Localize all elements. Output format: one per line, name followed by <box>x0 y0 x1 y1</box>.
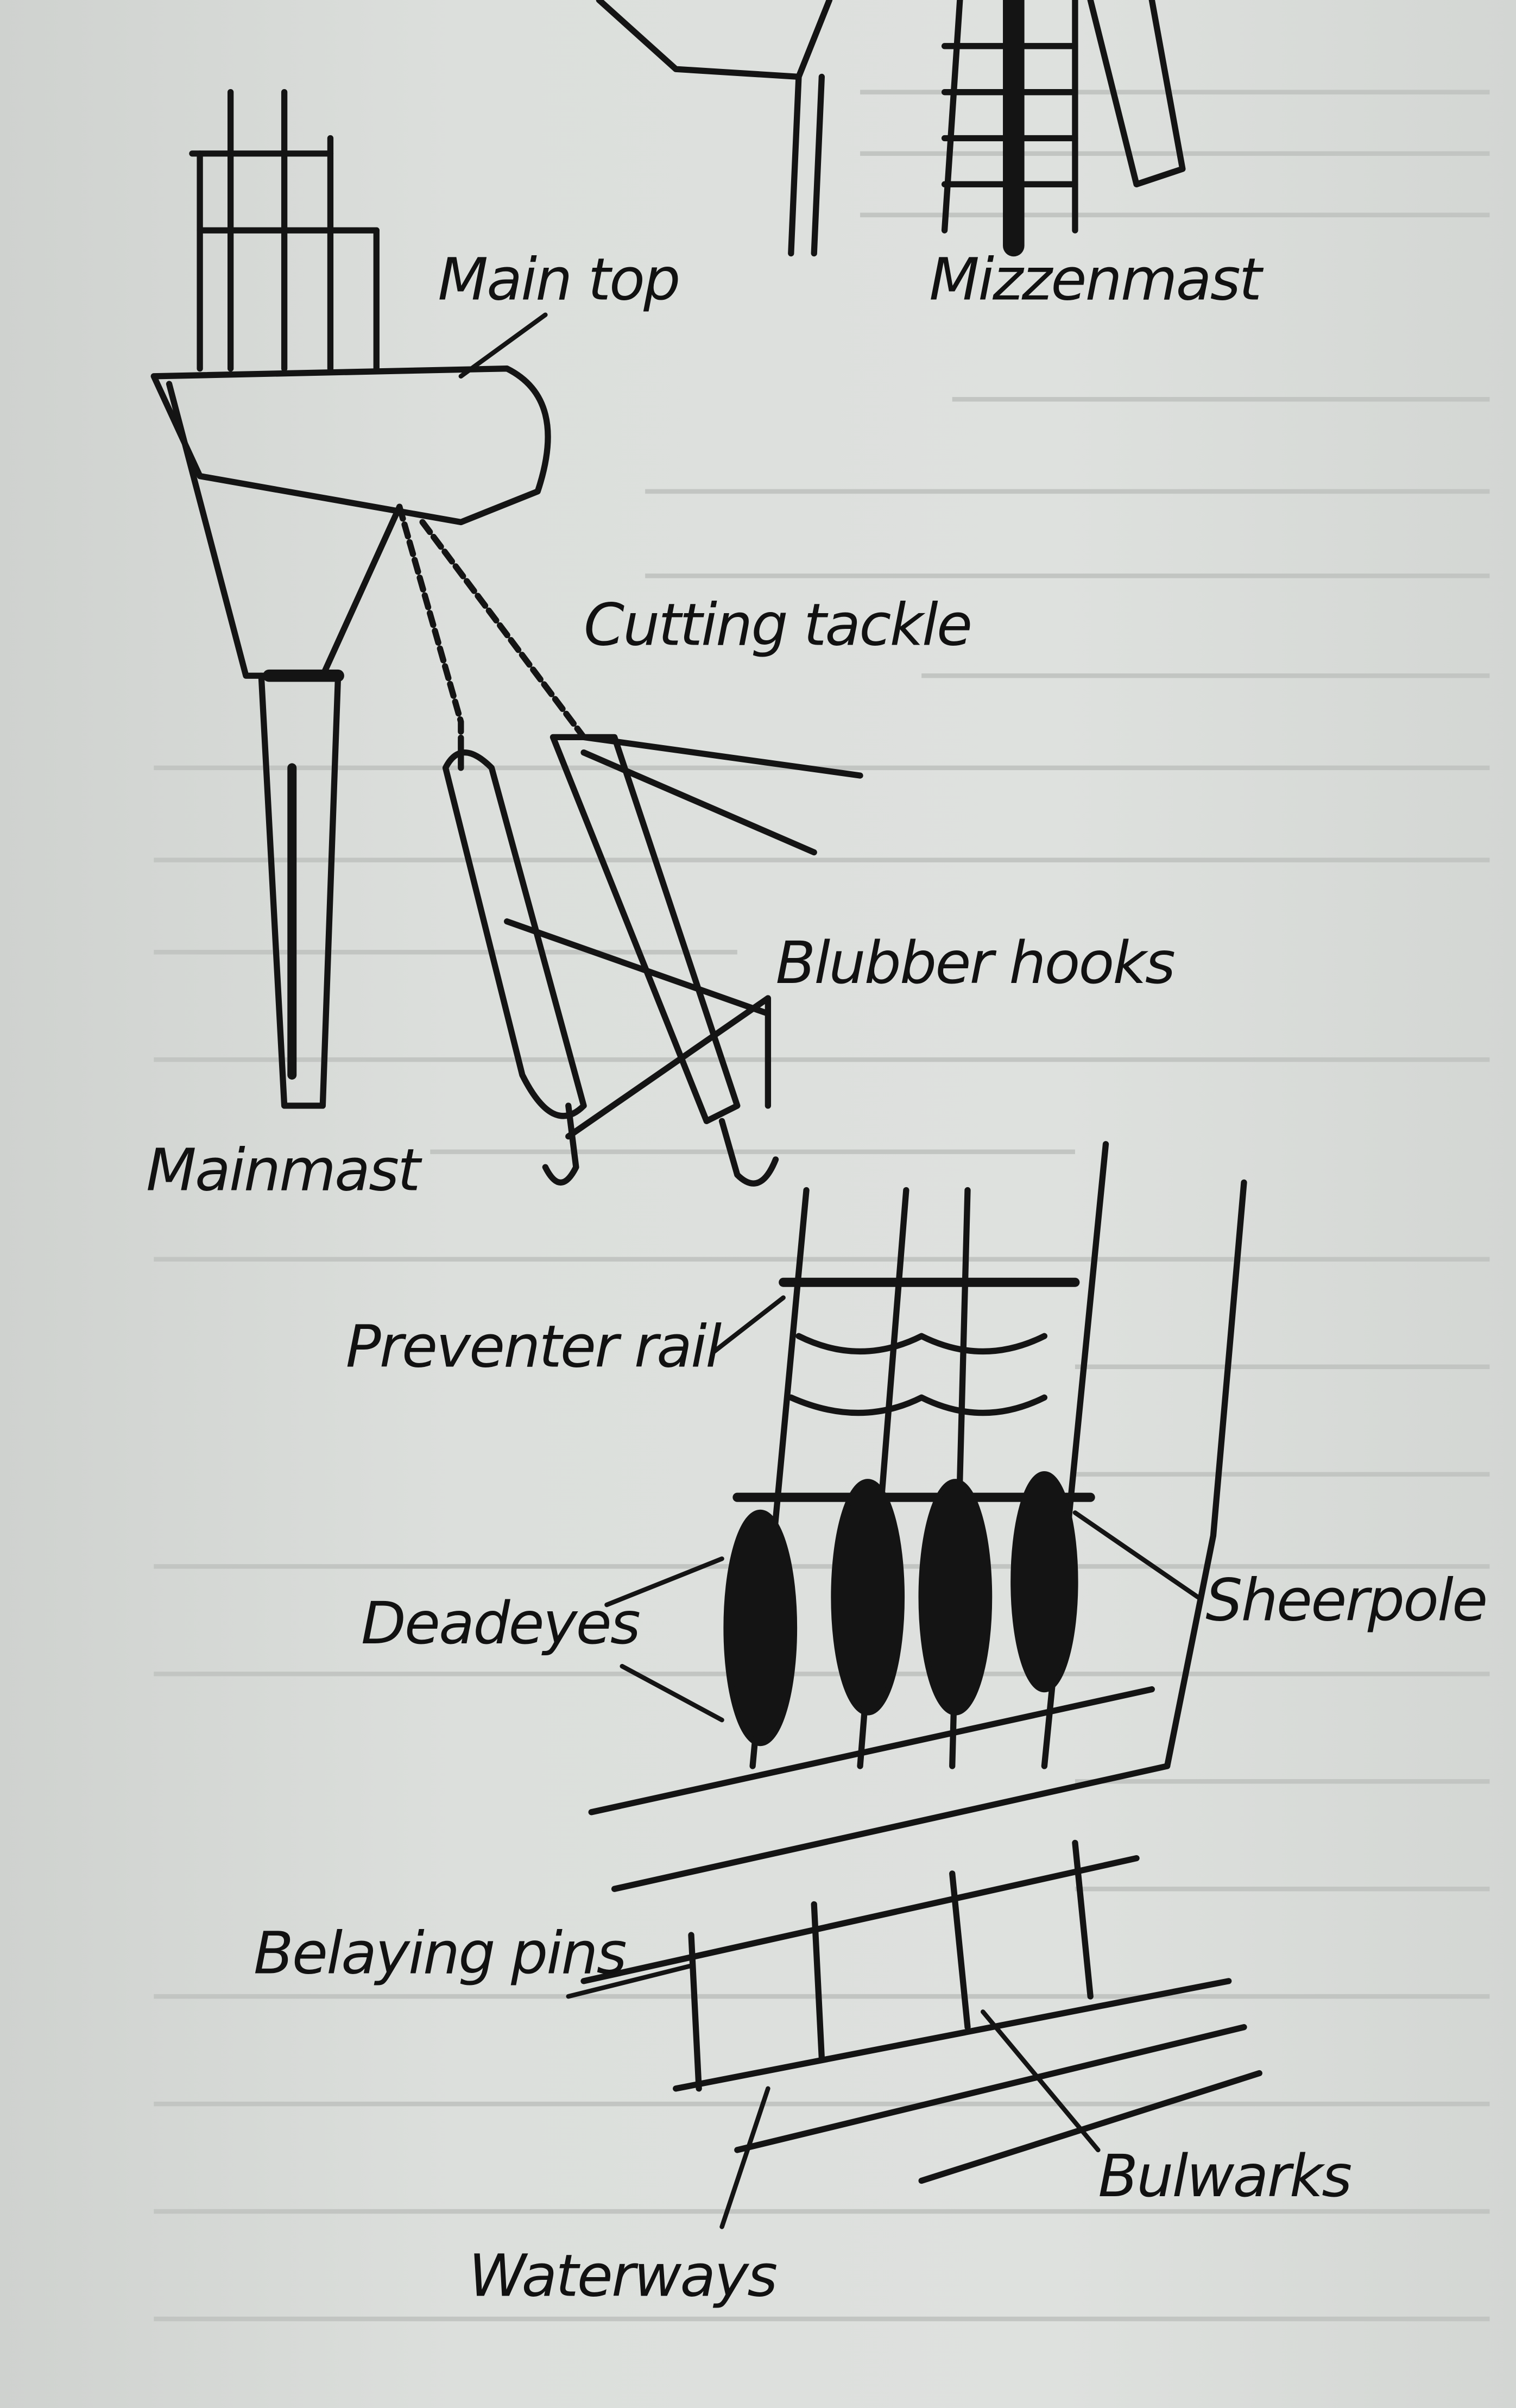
mainmast-drawing <box>150 89 551 1109</box>
show-through-text <box>154 90 1490 2322</box>
label-mizzenmast: Mizzenmast <box>929 245 1264 313</box>
cutting-tackle-drawing <box>396 503 863 1187</box>
label-preventer-rail: Preventer rail <box>346 1313 722 1381</box>
label-waterways: Waterways <box>469 2242 776 2310</box>
leader-lines <box>458 312 1201 2229</box>
label-main-top: Main top <box>438 245 679 313</box>
label-blubber-hooks: Blubber hooks <box>776 929 1174 997</box>
label-sheerpole: Sheerpole <box>1205 1566 1486 1634</box>
label-cutting-tackle: Cutting tackle <box>584 591 971 659</box>
label-mainmast: Mainmast <box>146 1137 422 1205</box>
label-belaying-pins: Belaying pins <box>254 1920 626 1988</box>
bulwark-drawing <box>580 1141 1262 2184</box>
label-bulwarks: Bulwarks <box>1098 2142 1351 2210</box>
label-deadeyes: Deadeyes <box>361 1590 640 1657</box>
mizzenmast-drawing <box>596 0 1186 257</box>
